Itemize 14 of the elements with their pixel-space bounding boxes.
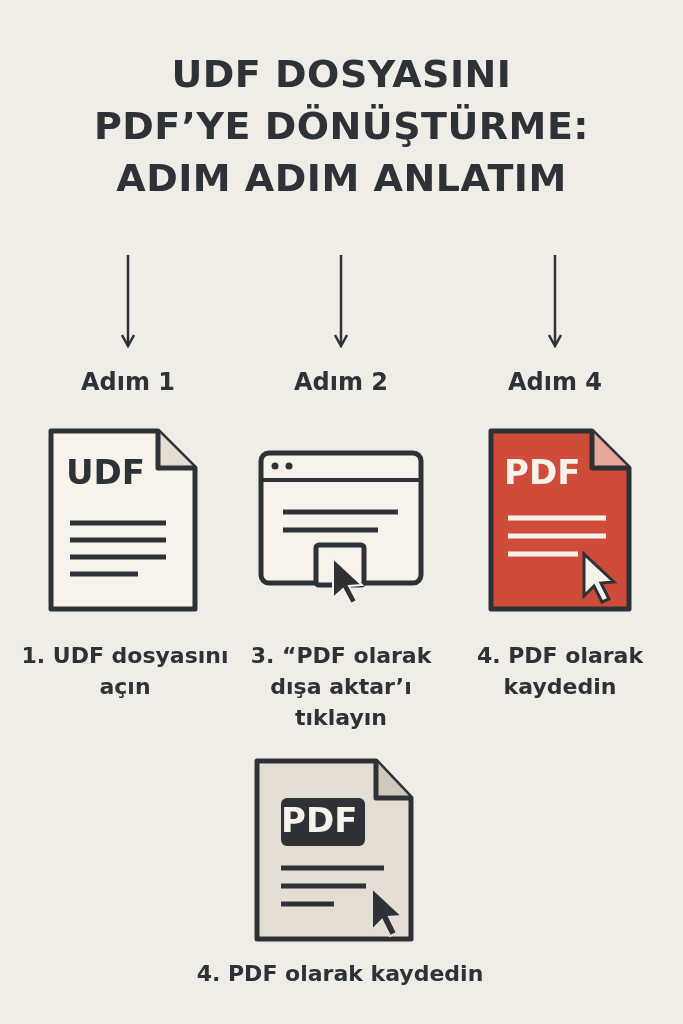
step-caption: 1. UDF dosyasını açın <box>20 642 230 701</box>
file-type-label: UDF <box>66 452 146 492</box>
file-type-label: PDF <box>281 800 358 840</box>
step-caption: 4. PDF olarak kaydedin <box>195 960 485 988</box>
step-label: Adım 2 <box>281 368 401 404</box>
file-type-label: PDF <box>504 452 581 492</box>
step-caption: 4. PDF olarak kaydedin <box>475 642 645 701</box>
arrow <box>547 255 563 348</box>
title: UDF DOSYASINI PDF’YE DÖNÜŞTÜRME: ADIM ADIM ANLATIM <box>92 51 591 202</box>
step-label: Adım 1 <box>68 368 188 404</box>
arrow <box>120 255 136 348</box>
step-caption: 3. “PDF olarak dışa aktar’ı tıklayın <box>249 642 433 732</box>
arrow <box>333 255 349 348</box>
step-label: Adım 4 <box>495 368 615 404</box>
